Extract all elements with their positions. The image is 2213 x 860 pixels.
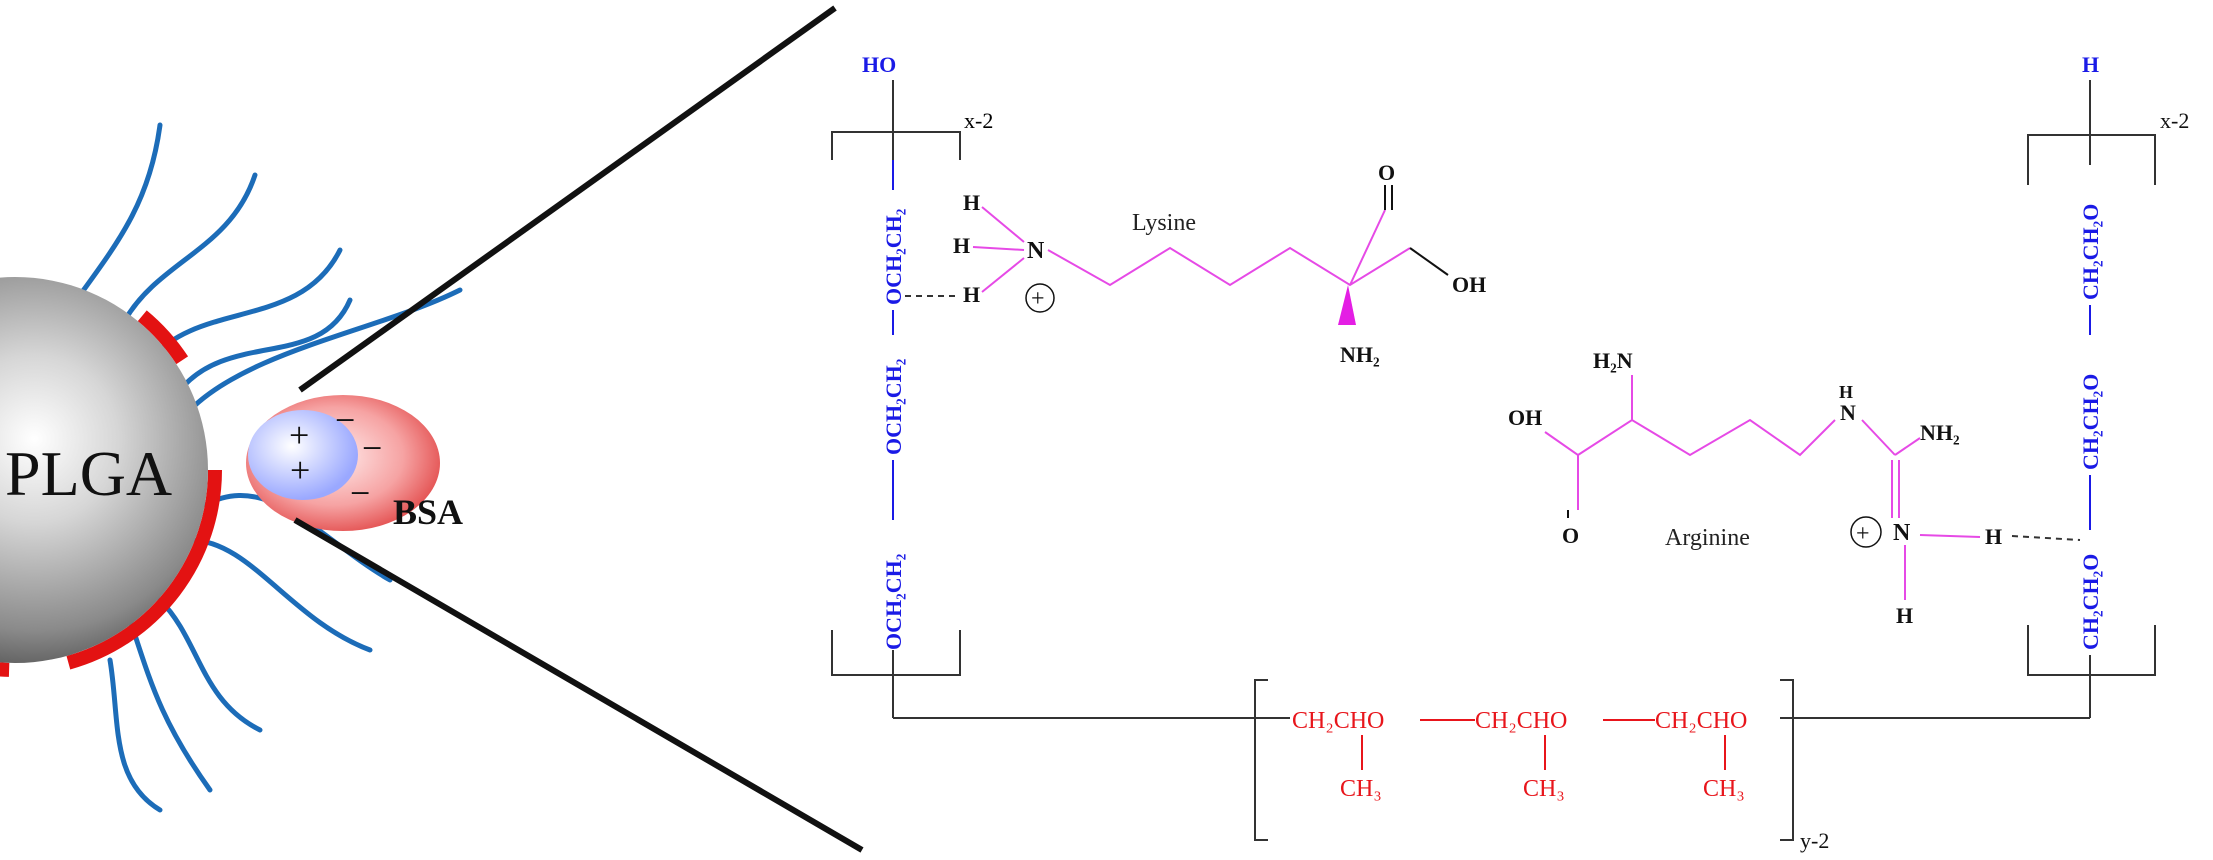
lysine-h-bottom: H	[963, 282, 980, 307]
bsa-protein: + + − − −	[246, 395, 440, 531]
arginine-nh2: NH₂	[1920, 420, 1960, 445]
peg-left-repeat-3: OCH₂CH₂	[881, 553, 906, 650]
lysine-charge-circle	[1025, 283, 1055, 313]
peg-left-subscript: x-2	[964, 108, 993, 133]
arginine-molecule: H₂N OH O N H NH₂ N H H + Arginine	[1508, 348, 2002, 628]
arginine-n-plus: N	[1893, 520, 1911, 546]
ppg-left-bracket	[1254, 679, 1268, 841]
arginine-charge-circle	[1850, 516, 1882, 548]
ppg-unit-2: CH₂CHO	[1475, 708, 1567, 734]
arginine-nh-h: H	[1839, 382, 1853, 402]
bsa-label: BSA	[393, 492, 463, 532]
zoom-line-top	[298, 5, 837, 393]
peg-left-repeat-1: OCH₂CH₂	[881, 208, 906, 305]
bsa-minus-1: −	[335, 400, 355, 440]
peg-left-top-bracket	[831, 131, 961, 160]
peg-left-terminal: HO	[862, 52, 896, 77]
peg-right-repeat-1: CH₂CH₂O	[2078, 204, 2103, 300]
peg-left-repeat-2: OCH₂CH₂	[881, 358, 906, 455]
ppg-unit-3: CH₂CHO	[1655, 708, 1747, 734]
lysine-n: N	[1027, 238, 1045, 264]
lysine-wedge-bond	[1338, 285, 1356, 325]
ppg-subscript: y-2	[1800, 828, 1829, 853]
arginine-h-bottom: H	[1896, 603, 1913, 628]
peg-right-subscript: x-2	[2160, 108, 2189, 133]
bsa-minus-2: −	[362, 428, 382, 468]
ppg-block: y-2 CH₂CHO CH₂CHO CH₂CHO CH₃ CH₃ CH₃	[893, 679, 2090, 853]
lysine-molecule: H H H N + Lysine O OH NH₂	[953, 160, 1486, 367]
arginine-oh: OH	[1508, 405, 1542, 430]
ppg-methyl-1: CH₃	[1340, 776, 1382, 802]
arginine-name: Arginine	[1665, 525, 1750, 551]
ppg-methyl-2: CH₃	[1523, 776, 1565, 802]
arginine-nh-n: N	[1840, 400, 1856, 425]
hbond-right	[2011, 535, 2081, 541]
bsa-minus-3: −	[350, 473, 370, 513]
plga-sphere	[0, 277, 208, 663]
ppg-unit-1: CH₂CHO	[1292, 708, 1384, 734]
lysine-name: Lysine	[1132, 210, 1196, 236]
lysine-charge: +	[1031, 286, 1045, 312]
peg-left-chain: HO x-2 OCH₂CH₂ OCH₂CH₂ OCH₂CH₂	[831, 52, 993, 718]
arginine-carbonyl-o: O	[1562, 523, 1579, 548]
peg-right-repeat-3: CH₂CH₂O	[2078, 554, 2103, 650]
lysine-nh2: NH₂	[1340, 342, 1380, 367]
arginine-charge: +	[1856, 521, 1870, 547]
bsa-plus-1: +	[289, 415, 309, 455]
zoom-line-bottom	[293, 517, 864, 853]
ppg-methyl-3: CH₃	[1703, 776, 1745, 802]
peg-right-terminal: H	[2082, 52, 2099, 77]
lysine-oh: OH	[1452, 272, 1486, 297]
arginine-h-right: H	[1985, 524, 2002, 549]
peg-left-bottom-bracket	[831, 630, 961, 676]
lysine-h-top: H	[963, 190, 980, 215]
lysine-h-mid: H	[953, 233, 970, 258]
peg-right-top-bracket	[2027, 134, 2156, 185]
arginine-h2n: H₂N	[1593, 348, 1633, 373]
peg-right-chain: H x-2 CH₂CH₂O CH₂CH₂O CH₂CH₂O	[2027, 52, 2189, 718]
bsa-plus-2: +	[290, 450, 310, 490]
plga-label: PLGA	[5, 438, 172, 509]
ppg-right-bracket	[1780, 679, 1794, 841]
peg-right-bottom-bracket	[2027, 625, 2156, 676]
nanoparticle-illustration: PLGA + + − − − BSA	[0, 5, 864, 853]
particle-coating	[0, 263, 222, 677]
peg-right-repeat-2: CH₂CH₂O	[2078, 374, 2103, 470]
lysine-carbonyl-o: O	[1378, 160, 1395, 185]
